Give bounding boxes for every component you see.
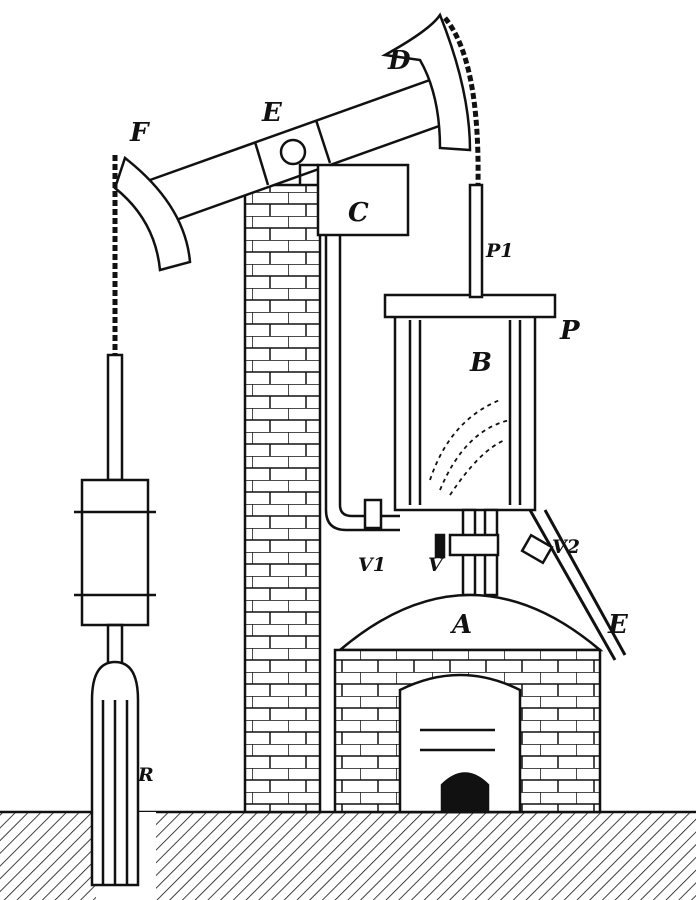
beam [113, 12, 472, 272]
label-v2: V2 [552, 536, 580, 558]
label-c: C [348, 198, 369, 228]
brick-column [243, 183, 322, 814]
label-e-pipe: E [608, 610, 628, 640]
label-e-beam: E [262, 98, 282, 128]
boiler-a [336, 593, 604, 652]
label-p1: P1 [486, 240, 514, 262]
pump-weight [80, 478, 150, 627]
label-r: R [138, 764, 154, 786]
label-v1: V1 [358, 554, 386, 576]
cylinder-b [393, 313, 537, 512]
label-f: F [130, 118, 149, 148]
label-a: A [452, 610, 473, 640]
label-p: P [560, 316, 580, 346]
label-d: D [388, 46, 411, 76]
label-v: V [428, 554, 443, 576]
label-b: B [470, 348, 492, 378]
water-tank-c [316, 163, 410, 237]
